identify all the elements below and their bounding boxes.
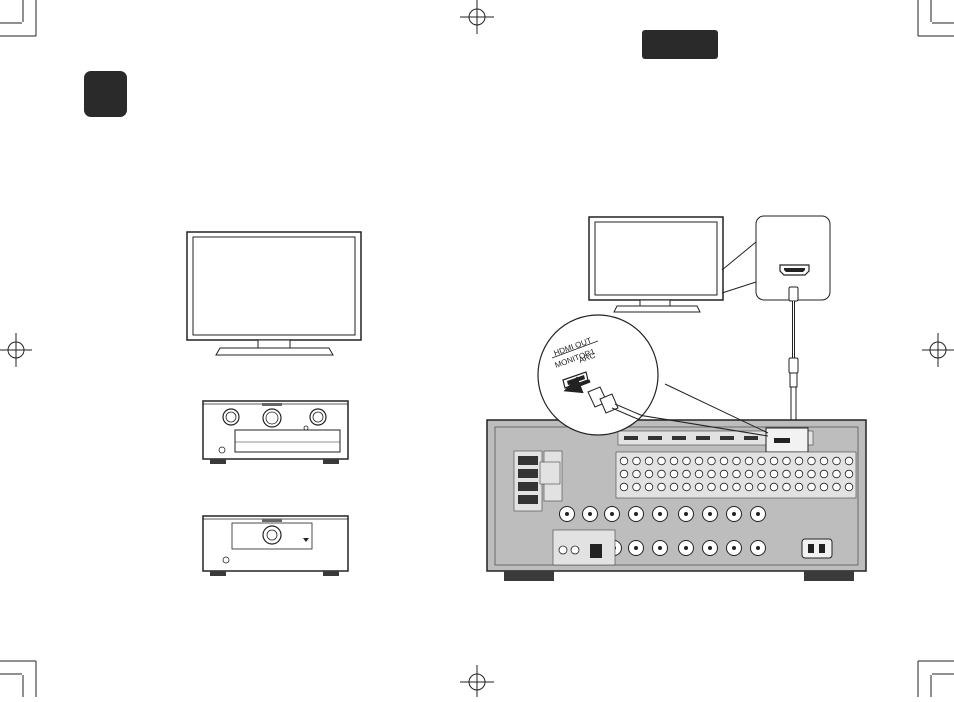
rca-jack: [632, 482, 641, 492]
xlr-connector: [678, 540, 694, 556]
rca-jack: [744, 482, 754, 492]
rca-jack: [657, 469, 666, 479]
xlr-connector: [750, 506, 766, 522]
crop-mark-bottom-left: [0, 660, 37, 697]
rca-jack: [769, 482, 779, 492]
rca-jack: [669, 469, 679, 479]
hdmi-plug-icon: [587, 386, 644, 421]
rca-jack: [632, 456, 641, 466]
rca-jack: [782, 482, 791, 492]
rca-jack: [682, 456, 691, 466]
rca-jack: [732, 482, 741, 492]
tv-hdmi-port-callout: [755, 215, 831, 301]
rca-jack: [619, 469, 629, 479]
xlr-connector: [678, 506, 694, 522]
hdmi-input-row: [624, 436, 758, 440]
xlr-connector: [750, 540, 766, 556]
xlr-connector: [726, 540, 742, 556]
xlr-connector: [652, 506, 668, 522]
rca-jack: [657, 456, 666, 466]
rca-jack: [619, 456, 629, 466]
receiver-hdmi-callout-lines: [619, 383, 769, 437]
rca-jack: [844, 469, 854, 479]
section-number-badge: [84, 71, 127, 117]
rca-jack: [694, 482, 704, 492]
receiver-hdmi-callout: HDMI OUT MONITOR1 ARC: [537, 314, 659, 436]
rca-jack: [832, 469, 841, 479]
rca-jack: [707, 456, 716, 466]
rca-jack: [769, 456, 779, 466]
xlr-connector: [702, 540, 718, 556]
crop-mark-bottom-right: [917, 660, 954, 697]
tv-port-callout-lines: [721, 241, 757, 294]
rca-jack: [707, 482, 716, 492]
rca-jack: [744, 456, 754, 466]
rca-jack: [719, 482, 729, 492]
xlr-connector: [559, 506, 575, 522]
rca-jack: [669, 456, 679, 466]
rca-jack: [719, 456, 729, 466]
analog-jack-grid: [615, 451, 857, 499]
xlr-connector: [628, 506, 644, 522]
tv-illustration-left: [186, 231, 362, 356]
registration-mark-top-icon: [460, 0, 494, 34]
rca-jack: [819, 456, 829, 466]
rca-jack: [832, 482, 841, 492]
rca-jack: [807, 482, 816, 492]
rca-jack: [844, 482, 854, 492]
rca-jack: [819, 469, 829, 479]
rca-jack: [644, 456, 654, 466]
hdmi-cable-icon: [788, 286, 799, 440]
arrow-left-icon: [563, 376, 591, 394]
rca-jack: [794, 482, 804, 492]
xlr-connector: [582, 506, 598, 522]
rca-jack: [794, 469, 804, 479]
hdmi-port-icon: [779, 264, 810, 276]
rca-jack: [657, 482, 666, 492]
av-receiver-rear-panel: [486, 419, 867, 581]
rca-jack: [669, 482, 679, 492]
tv-illustration-right: [588, 216, 724, 313]
crop-mark-top-right: [917, 0, 954, 37]
rca-jack: [794, 456, 804, 466]
rca-jack: [757, 456, 766, 466]
rca-jack: [682, 469, 691, 479]
rca-jack: [757, 469, 766, 479]
section-tab: [642, 30, 718, 59]
rca-jack: [832, 456, 841, 466]
rca-jack: [694, 456, 704, 466]
rca-jack: [719, 469, 729, 479]
rca-jack: [844, 456, 854, 466]
registration-mark-right-icon: [922, 333, 954, 367]
rca-jack: [644, 469, 654, 479]
rca-jack: [732, 456, 741, 466]
xlr-connector: [652, 540, 668, 556]
rca-jack: [807, 456, 816, 466]
rca-jack: [694, 469, 704, 479]
rca-jack: [632, 469, 641, 479]
crop-mark-top-left: [0, 0, 37, 37]
xlr-connector: [628, 540, 644, 556]
xlr-connector: [702, 506, 718, 522]
rca-jack: [707, 469, 716, 479]
power-amp-illustration: [202, 515, 349, 576]
rca-jack: [757, 482, 766, 492]
rca-jack: [807, 469, 816, 479]
rca-jack: [732, 469, 741, 479]
rca-jack: [782, 456, 791, 466]
registration-mark-bottom-icon: [460, 665, 494, 697]
rca-jack: [819, 482, 829, 492]
av-preamp-illustration: [202, 400, 349, 464]
registration-mark-left-icon: [0, 333, 32, 367]
rca-jack: [644, 482, 654, 492]
rca-jack: [682, 482, 691, 492]
rca-jack: [744, 469, 754, 479]
rca-jack: [769, 469, 779, 479]
ac-inlet: [801, 538, 833, 559]
xlr-connector: [726, 506, 742, 522]
rca-jack: [619, 482, 629, 492]
xlr-connector: [604, 506, 620, 522]
rca-jack: [782, 469, 791, 479]
